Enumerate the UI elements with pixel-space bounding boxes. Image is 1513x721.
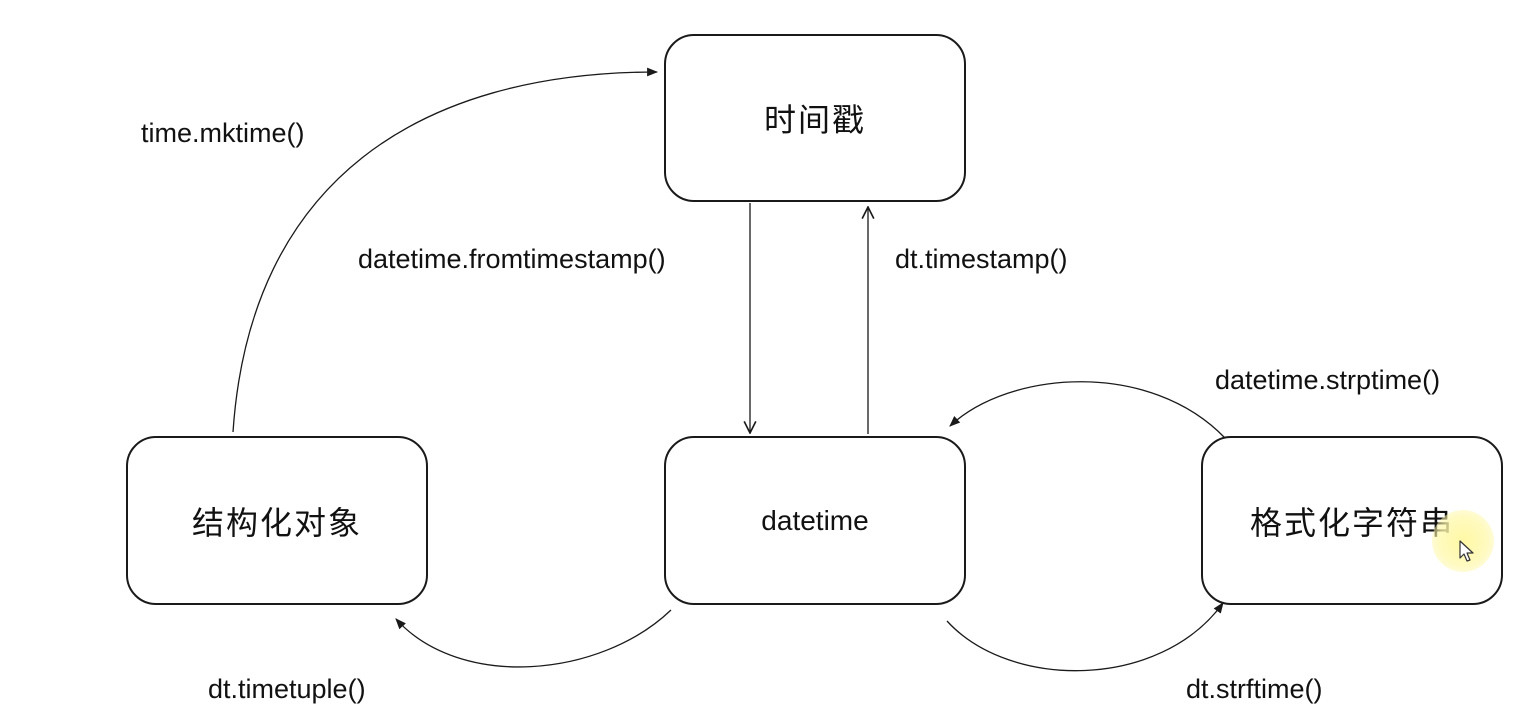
node-datetime: datetime [664, 436, 966, 605]
node-struct-time-label: 结构化对象 [191, 503, 362, 542]
edge-label-strptime: datetime.strptime() [1215, 365, 1441, 395]
edge-label-fromtimestamp: datetime.fromtimestamp() [358, 244, 666, 274]
node-datetime-label: datetime [761, 504, 869, 536]
edge-label-timestamp: dt.timestamp() [895, 244, 1068, 274]
node-timestamp-label: 时间戳 [763, 101, 866, 139]
edge-label-mktime: time.mktime() [141, 118, 305, 148]
node-timestamp: 时间戳 [664, 34, 966, 202]
edge-label-timetuple: dt.timetuple() [208, 674, 366, 704]
edge-label-strftime: dt.strftime() [1186, 674, 1323, 704]
edge-timetuple-arrow [395, 609, 672, 668]
mouse-pointer-icon [1459, 540, 1474, 562]
edge-mktime-arrow [232, 67, 659, 433]
edge-strptime-arrow [949, 381, 1226, 439]
node-formatted-string-label: 格式化字符串 [1249, 503, 1454, 542]
cursor-highlight [1432, 510, 1494, 572]
edge-strftime-arrow [946, 602, 1224, 672]
node-struct-time: 结构化对象 [126, 436, 428, 605]
